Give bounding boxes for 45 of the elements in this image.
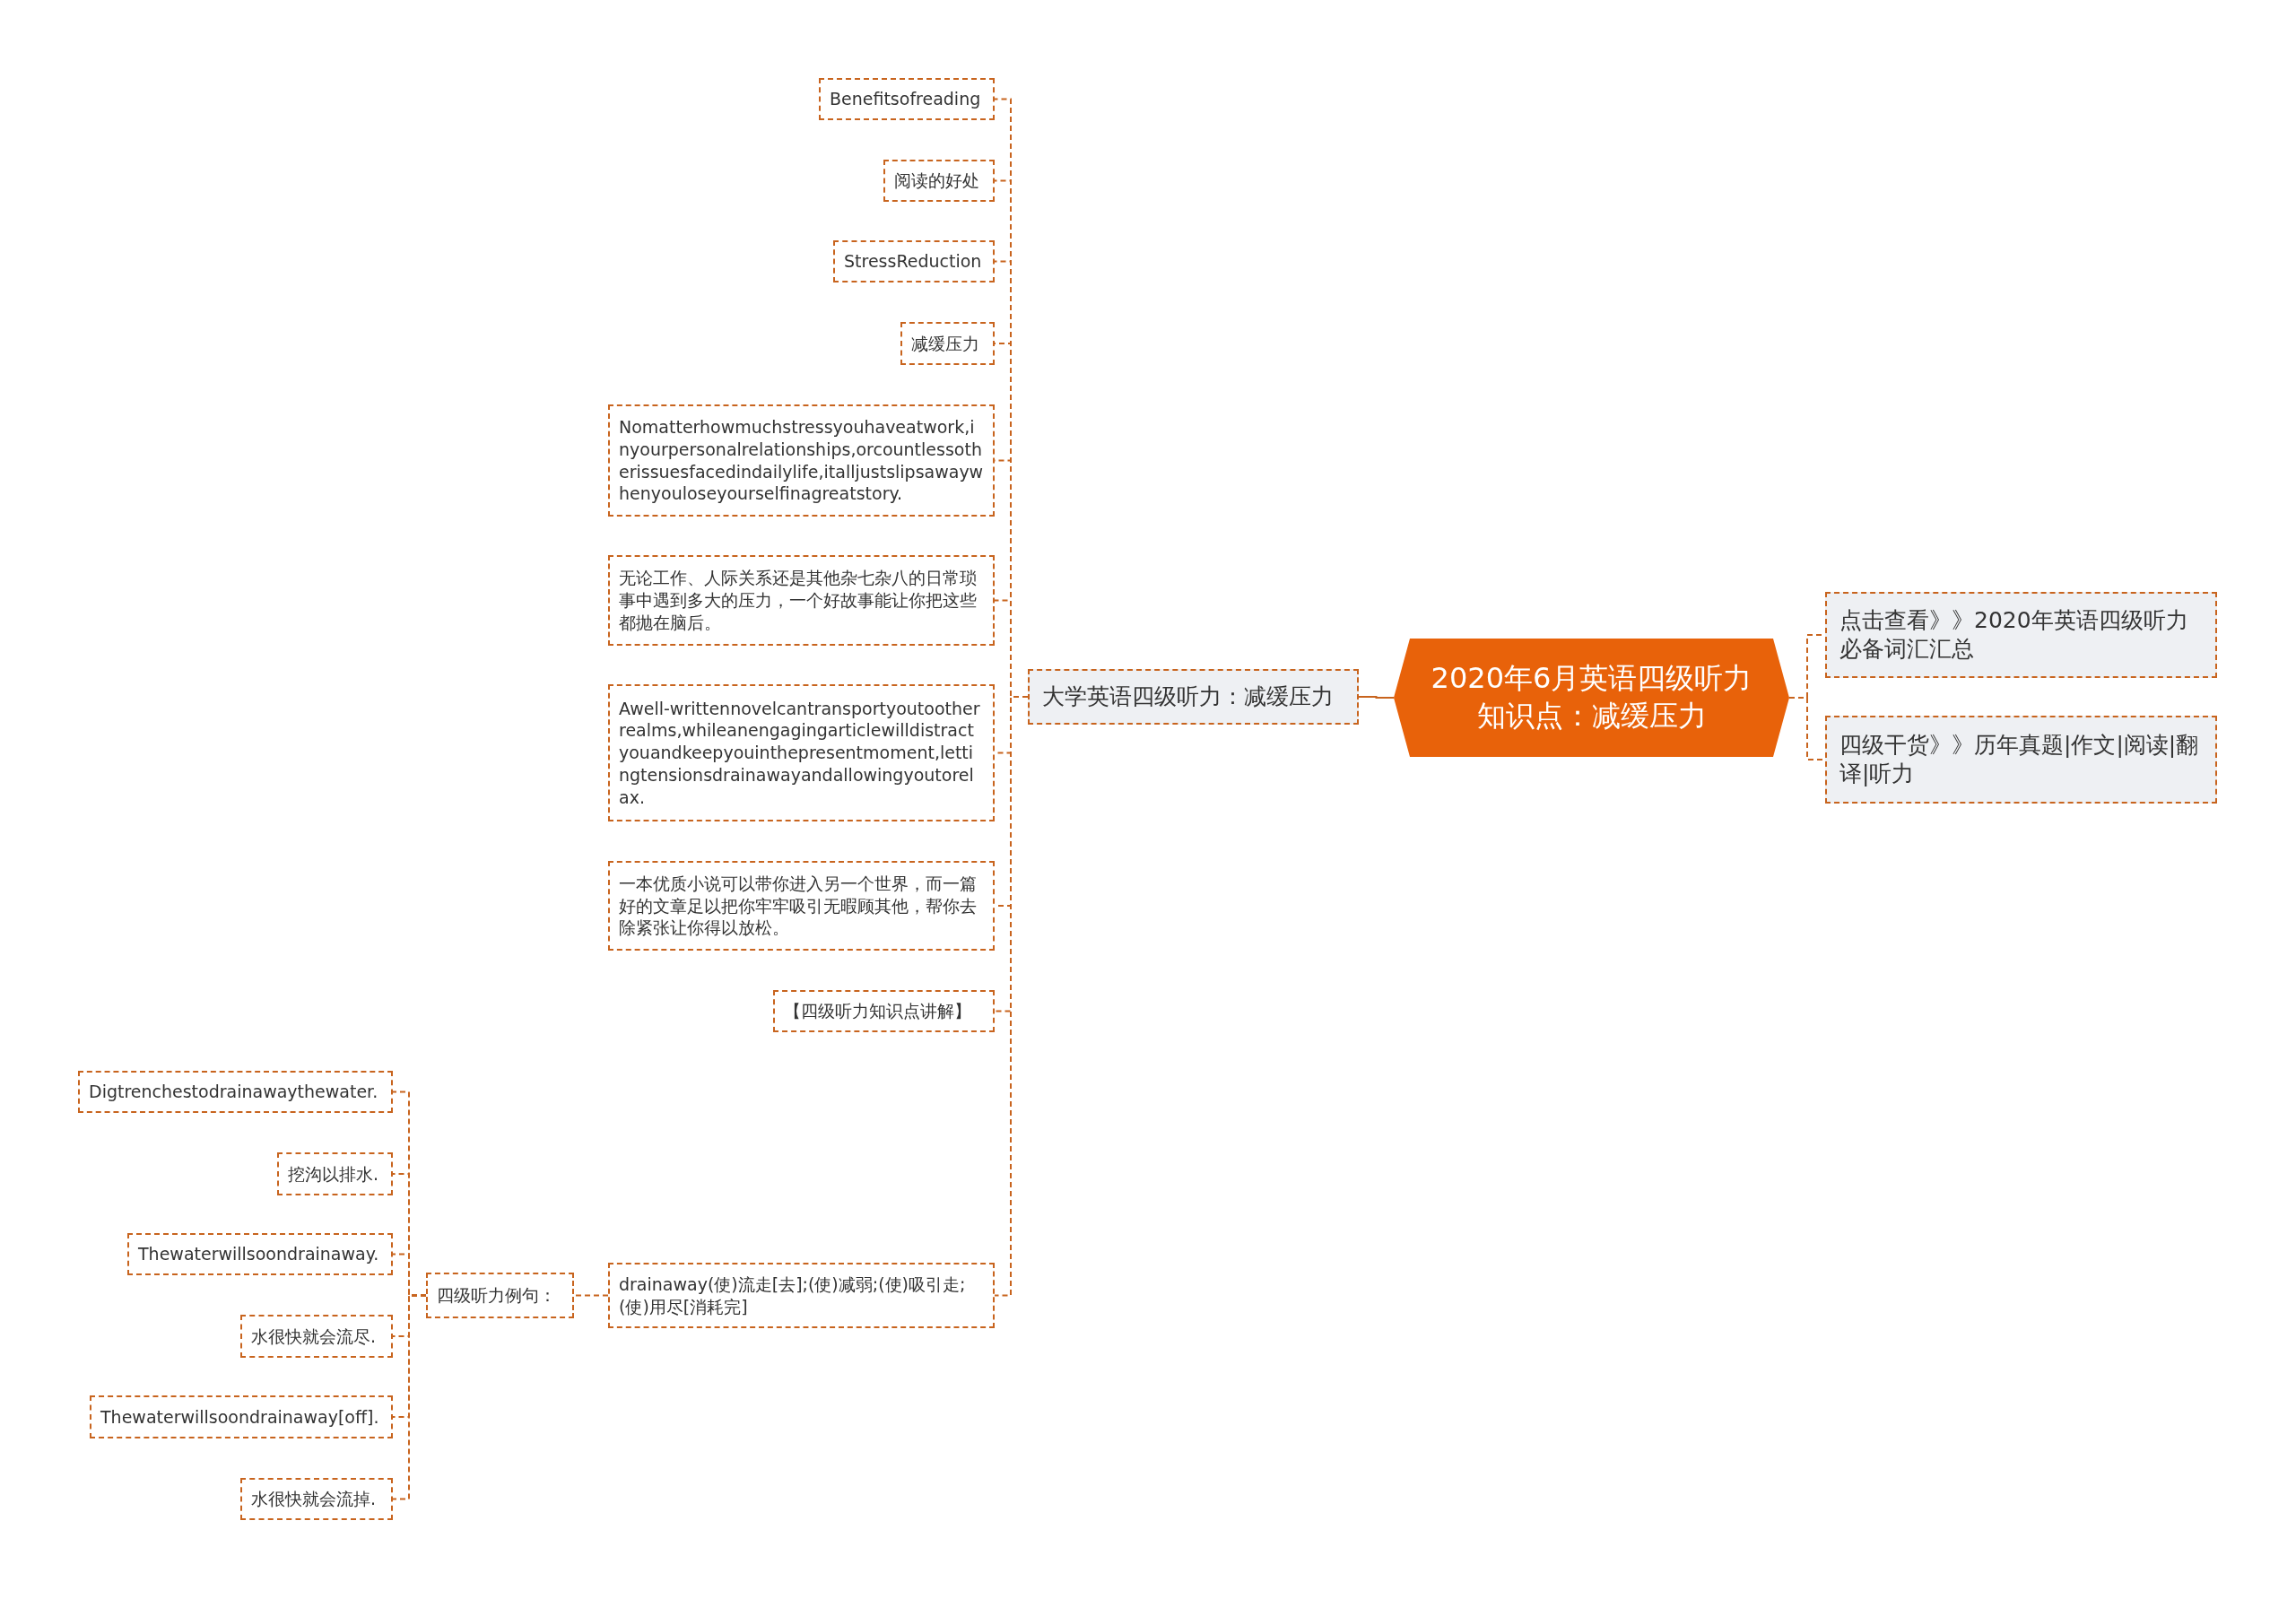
topic-text: Awell-writtennovelcantransportyoutootherrealms,whileanengagingarticlewilldistractyouandkeepyouinthepresentmoment,lettingtensionsdrainawayandallowingyoutorelax. — [619, 697, 981, 809]
topic-text: 大学英语四级听力：减缓压力 — [1042, 682, 1334, 711]
topic-title: 2020年6月英语四级听力知识点：减缓压力 — [1430, 660, 1753, 734]
central-topic-hexagon — [1394, 639, 1789, 757]
subtopic-box — [240, 1478, 393, 1520]
topic-text: 水很快就会流尽. — [251, 1325, 377, 1348]
topic-text: 减缓压力 — [911, 332, 979, 355]
subtopic-box — [277, 1152, 393, 1195]
subtopic-box — [127, 1233, 393, 1275]
topic-text: 四级听力例句： — [437, 1284, 556, 1307]
topic-text: StressReduction — [844, 250, 982, 273]
topic-text: Thewaterwillsoondrainaway[off]. — [100, 1405, 379, 1429]
subtopic-box — [773, 990, 995, 1032]
topic-box — [1825, 716, 2217, 804]
topic-text: 四级干货》》历年真题|作文|阅读|翻译|听力 — [1839, 730, 2200, 788]
topic-text: 挖沟以排水. — [288, 1162, 379, 1186]
topic-text: drainaway(使)流走[去];(使)减弱;(使)吸引走;(使)用尽[消耗完] — [619, 1273, 967, 1318]
subtopic-box — [608, 1263, 995, 1328]
topic-text: Thewaterwillsoondrainaway. — [138, 1243, 379, 1265]
subtopic-box — [608, 555, 995, 646]
subtopic-box — [608, 861, 995, 951]
subtopic-box — [819, 78, 995, 120]
connector — [573, 1294, 609, 1297]
subtopic-box — [78, 1071, 393, 1113]
topic-text: 【四级听力知识点讲解】 — [784, 1000, 971, 1022]
topic-text: Nomatterhowmuchstressyouhaveatwork,inyourpersonalrelationships,orcountlessotherissuesfacedindailylife,italljustslipsawaywhenyouloseyourselfinagreatstory. — [619, 416, 984, 505]
connector — [392, 1294, 427, 1500]
connector — [1358, 696, 1395, 699]
subtopic-box — [90, 1395, 393, 1438]
subtopic-box — [426, 1273, 574, 1318]
subtopic-box — [883, 160, 995, 202]
topic-text: 无论工作、人际关系还是其他杂七杂八的日常琐事中遇到多大的压力，一个好故事能让你把这些都抛在脑后。 — [619, 567, 978, 634]
subtopic-box — [240, 1315, 393, 1358]
topic-text: Digtrenchestodrainawaythewater. — [89, 1081, 378, 1103]
subtopic-box — [833, 240, 995, 282]
subtopic-box — [608, 404, 995, 517]
topic-box — [1825, 592, 2217, 678]
subtopic-box — [900, 322, 995, 365]
topic-text: 阅读的好处 — [894, 169, 979, 192]
topic-text: 点击查看》》2020年英语四级听力必备词汇汇总 — [1839, 605, 2189, 664]
topic-text: 水很快就会流掉. — [251, 1488, 377, 1510]
subtopic-box — [608, 684, 995, 821]
topic-box — [1028, 669, 1359, 725]
topic-text: 一本优质小说可以带你进入另一个世界，而一篇好的文章足以把你牢牢吸引无暇顾其他，帮你去除紧张让你得以放松。 — [619, 872, 978, 940]
topic-text: Benefitsofreading — [830, 88, 981, 110]
